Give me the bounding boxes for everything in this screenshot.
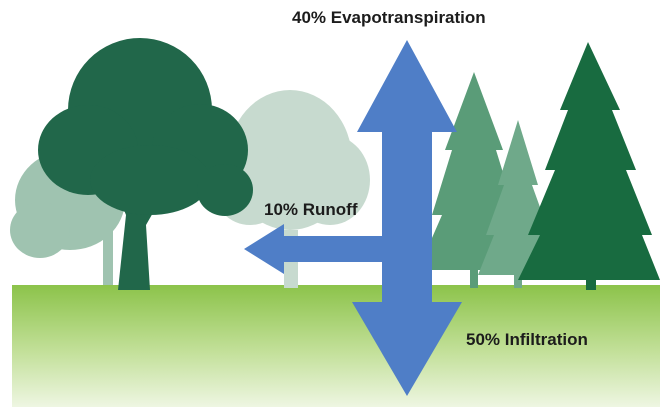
conifer-tree-icon — [518, 42, 660, 290]
up-arrow-icon — [357, 40, 457, 258]
conifer-tree-icon — [478, 120, 558, 288]
infiltration-label: 50% Infiltration — [466, 330, 588, 349]
deciduous-tree-icon — [38, 38, 253, 290]
down-arrow-icon — [352, 250, 462, 396]
ground — [12, 285, 660, 407]
left-arrow-icon — [244, 224, 385, 274]
runoff-label: 10% Runoff — [264, 200, 358, 219]
evapotranspiration-label: 40% Evapotranspiration — [292, 8, 486, 27]
